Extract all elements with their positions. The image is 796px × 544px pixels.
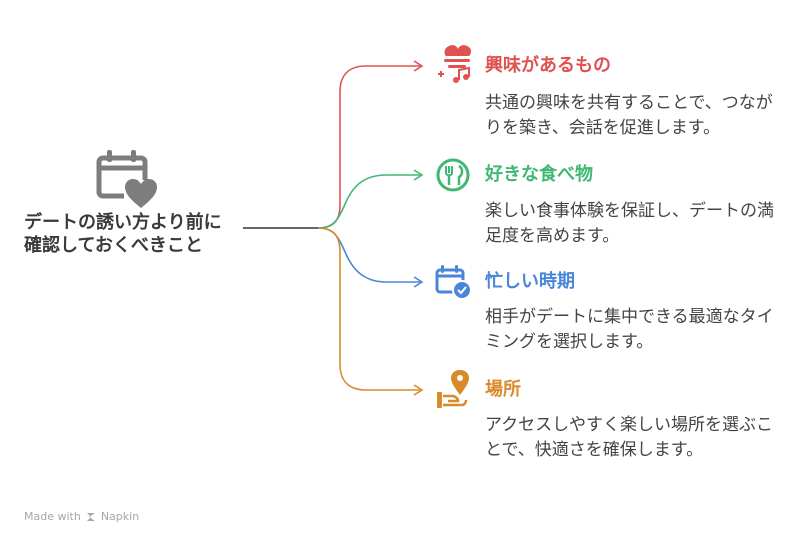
branch-title-schedule: 忙しい時期 bbox=[485, 271, 575, 292]
arrow-head-place bbox=[413, 384, 424, 396]
footer-credit: Made with Napkin bbox=[24, 510, 139, 523]
branch-title-food: 好きな食べ物 bbox=[485, 164, 593, 185]
napkin-brand-text: Napkin bbox=[100, 510, 140, 523]
branch-description-schedule: 相手がデートに集中できる最適なタイミングを選択します。 bbox=[485, 307, 774, 352]
branch-description-interests: 共通の興味を共有することで、つながりを築き、会話を促進します。 bbox=[485, 93, 773, 138]
branch-description-place: アクセスしやすく楽しい場所を選ぶことで、快適さを確保します。 bbox=[485, 415, 773, 460]
branch-title-place: 場所 bbox=[485, 379, 521, 400]
fork-knife-icon bbox=[436, 158, 470, 192]
arrow-head-interests bbox=[413, 60, 424, 72]
connector-place bbox=[317, 227, 420, 391]
arrow-head-food bbox=[413, 169, 424, 181]
calendar-check-icon bbox=[435, 265, 472, 300]
calendar-heart-icon bbox=[96, 150, 158, 210]
heart-music-icon bbox=[438, 45, 472, 83]
central-topic-title: デートの誘い方より前に確認しておくべきこと bbox=[24, 212, 222, 256]
arrow-head-schedule bbox=[413, 276, 424, 288]
made-with-text: Made with bbox=[24, 510, 81, 523]
branch-description-food: 楽しい食事体験を保証し、デートの満足度を高めます。 bbox=[485, 201, 774, 246]
map-pin-icon bbox=[437, 370, 469, 408]
branch-title-interests: 興味があるもの bbox=[485, 55, 611, 76]
napkin-logo-icon bbox=[86, 512, 95, 521]
connector-interests bbox=[317, 65, 420, 229]
connector-food bbox=[317, 174, 420, 229]
connector-schedule bbox=[317, 227, 420, 283]
